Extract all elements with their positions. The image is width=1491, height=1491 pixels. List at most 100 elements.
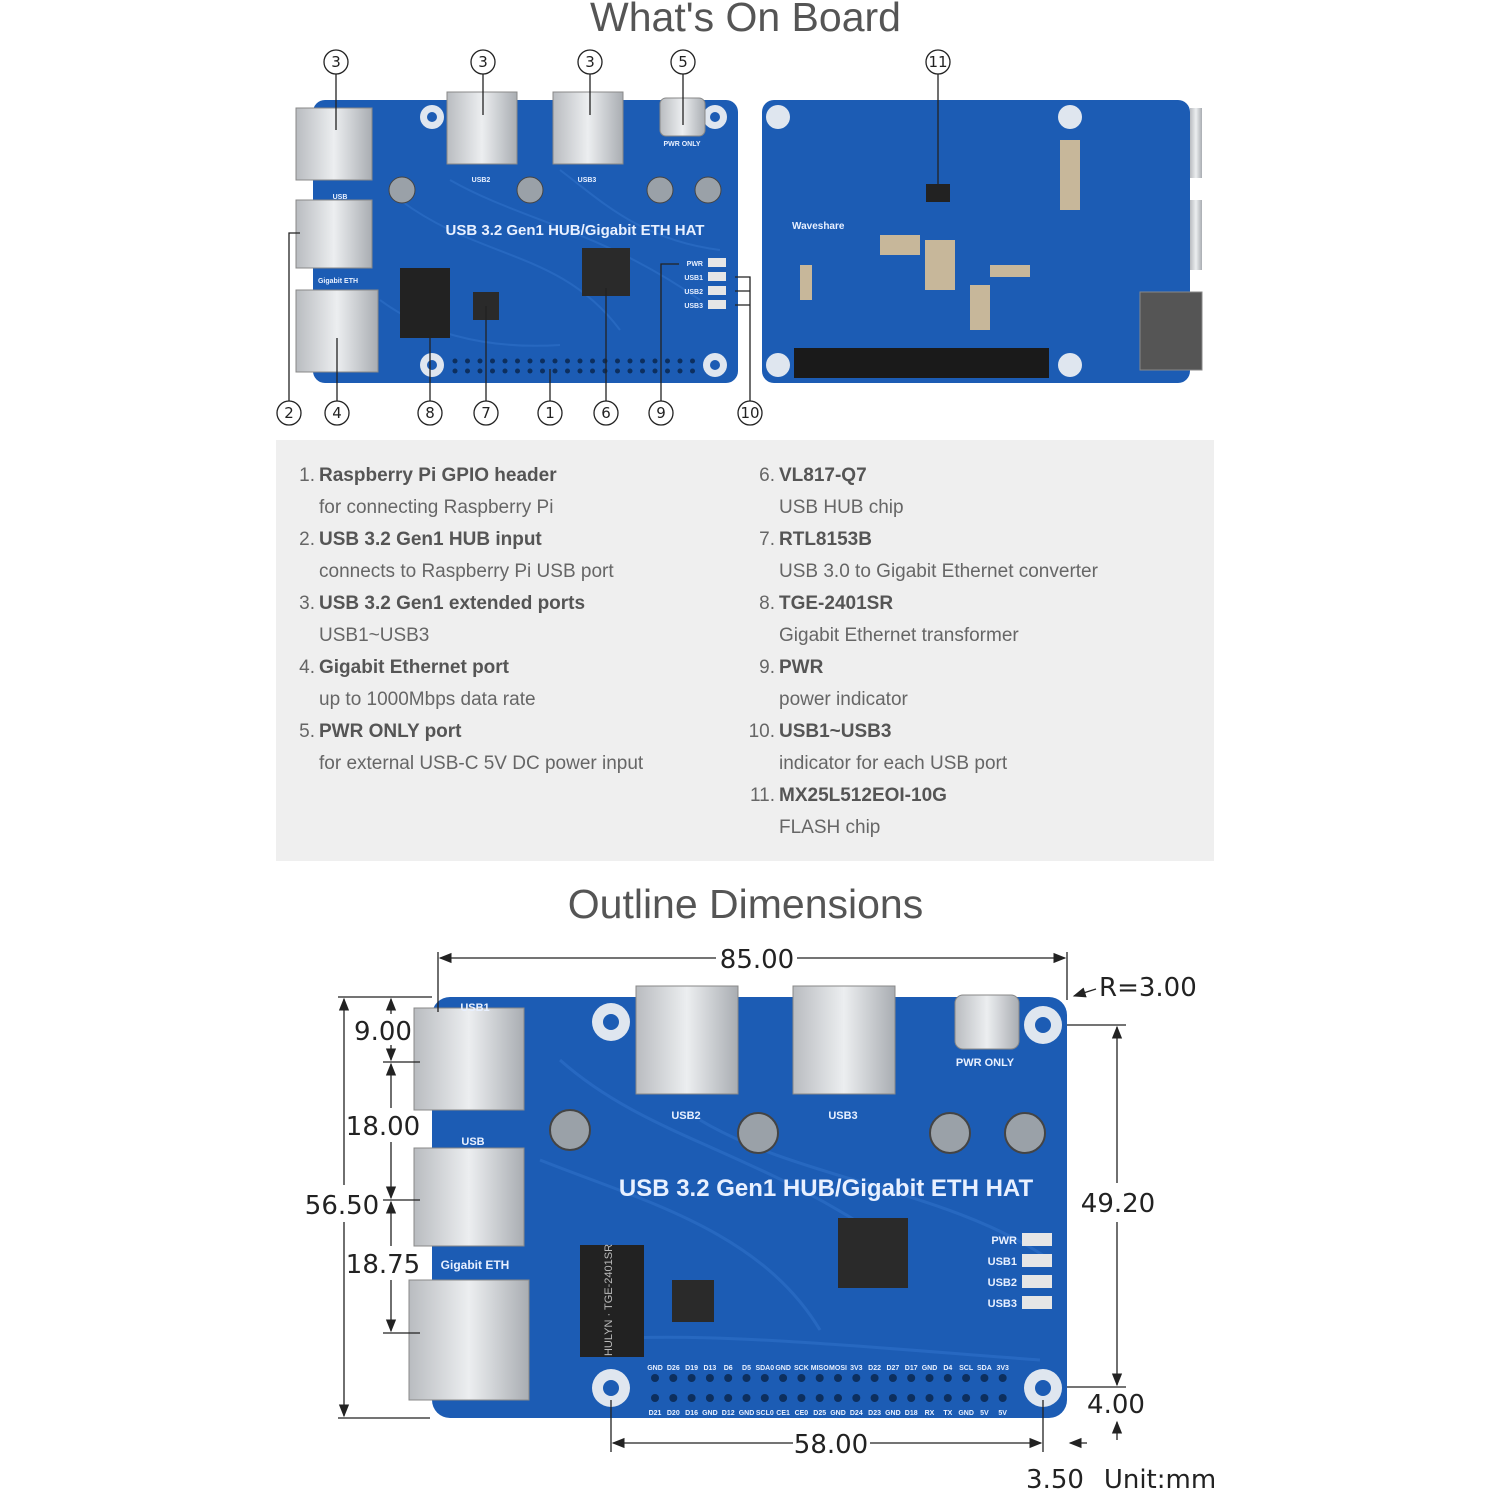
gpio-pin bbox=[602, 358, 608, 364]
gpio-pin bbox=[677, 358, 683, 364]
feature-description: up to 1000Mbps data rate bbox=[319, 689, 536, 710]
gpio-pin bbox=[888, 1394, 897, 1402]
gpio-pin bbox=[577, 358, 583, 364]
callout-marker: 4 bbox=[324, 400, 350, 426]
gpio-pin-label: D27 bbox=[886, 1365, 899, 1372]
gpio-pin bbox=[652, 368, 658, 374]
callout-number: 11 bbox=[928, 53, 947, 71]
unit-label: Unit:mm bbox=[1104, 1465, 1216, 1491]
transformer-marking: HULYN · TGE-2401SR bbox=[603, 1244, 615, 1356]
gpio-pin bbox=[815, 1394, 824, 1402]
feature-title: USB 3.2 Gen1 HUB input bbox=[319, 529, 542, 550]
gpio-pin bbox=[452, 358, 458, 364]
gpio-pin bbox=[565, 358, 570, 364]
gpio-pin-label: RX bbox=[925, 1410, 935, 1417]
gpio-header-back bbox=[794, 348, 1049, 378]
dim-eth-spacing: 18.75 bbox=[346, 1250, 420, 1280]
usb-input-port bbox=[295, 199, 373, 269]
dimension-lines bbox=[338, 952, 1126, 1452]
gpio-pin bbox=[797, 1374, 806, 1382]
usb2-port bbox=[446, 91, 518, 165]
gpio-pin bbox=[651, 1374, 659, 1382]
led-label-usb2: USB2 bbox=[684, 289, 703, 296]
usb1-port bbox=[413, 1007, 525, 1111]
feature-title: RTL8153B bbox=[779, 529, 872, 550]
callout-number: 6 bbox=[601, 404, 611, 422]
feature-number: 10. bbox=[748, 721, 775, 742]
gpio-pin bbox=[742, 1394, 751, 1402]
transformer-chip bbox=[580, 1245, 644, 1357]
gpio-pin bbox=[540, 358, 545, 364]
gpio-pin-label: GND bbox=[830, 1410, 846, 1417]
board-front-view: USB 3.2 Gen1 HUB/Gigabit ETH HAT USB Gig… bbox=[295, 91, 738, 383]
led-label-usb1: USB1 bbox=[988, 1256, 1017, 1268]
gpio-pin bbox=[980, 1374, 989, 1382]
gpio-pin bbox=[669, 1394, 678, 1402]
gpio-pin-label: D17 bbox=[905, 1365, 918, 1372]
feature-title: Gigabit Ethernet port bbox=[319, 657, 509, 678]
feature-description: power indicator bbox=[779, 689, 908, 710]
gpio-pin bbox=[477, 358, 483, 364]
led-label-usb1: USB1 bbox=[684, 275, 703, 282]
feature-number: 7. bbox=[759, 529, 775, 550]
gpio-pin-label: D22 bbox=[868, 1365, 881, 1372]
callout-number: 3 bbox=[585, 53, 595, 71]
gpio-pin-label: TX bbox=[943, 1410, 952, 1417]
feature-description: USB 3.0 to Gigabit Ethernet converter bbox=[779, 561, 1098, 582]
gpio-pin-label: CE0 bbox=[795, 1410, 809, 1417]
feature-title: PWR bbox=[779, 657, 824, 678]
gpio-pin bbox=[490, 368, 495, 374]
callout-marker: 3 bbox=[470, 49, 496, 75]
led-label-usb3: USB3 bbox=[684, 303, 703, 310]
gpio-pin bbox=[527, 358, 533, 364]
gpio-pin bbox=[779, 1394, 788, 1402]
callout-number: 3 bbox=[478, 53, 488, 71]
gpio-pin-label: D20 bbox=[667, 1410, 680, 1417]
gpio-pin-label: GND bbox=[647, 1365, 663, 1372]
usb3-label: USB3 bbox=[578, 177, 597, 184]
callout-marker: 11 bbox=[925, 49, 951, 75]
dim-height: 56.50 bbox=[305, 1191, 379, 1221]
gpio-pin bbox=[540, 368, 545, 374]
feature-description: connects to Raspberry Pi USB port bbox=[319, 561, 614, 582]
usb2-label: USB2 bbox=[472, 177, 491, 184]
gpio-pin-label: D19 bbox=[685, 1365, 698, 1372]
gpio-pin-label: SCK bbox=[794, 1365, 809, 1372]
board-title-label: USB 3.2 Gen1 HUB/Gigabit ETH HAT bbox=[446, 222, 705, 239]
gpio-pin bbox=[615, 368, 620, 374]
gpio-pin-label: SCL bbox=[959, 1365, 974, 1372]
eth-label: Gigabit ETH bbox=[318, 278, 358, 285]
gpio-pin bbox=[815, 1374, 824, 1382]
gpio-pin-label: SDA bbox=[977, 1365, 992, 1372]
callout-marker: 2 bbox=[276, 400, 302, 426]
usb1-port bbox=[295, 107, 373, 181]
usb-label: USB bbox=[333, 194, 348, 201]
gpio-pin bbox=[651, 1394, 659, 1402]
feature-number: 11. bbox=[749, 785, 775, 806]
outline-dimensions-title: Outline Dimensions bbox=[567, 881, 924, 927]
dim-hole-offset: 4.00 bbox=[1087, 1390, 1145, 1420]
usb-label: USB bbox=[461, 1136, 484, 1148]
gpio-pin bbox=[852, 1374, 861, 1382]
dim-usb1-offset: 9.00 bbox=[354, 1017, 412, 1047]
feature-number: 2. bbox=[299, 529, 315, 550]
feature-list-panel bbox=[276, 440, 1214, 861]
callout-number: 2 bbox=[284, 404, 294, 422]
brand-label: Waveshare bbox=[792, 221, 845, 232]
pwr-only-label: PWR ONLY bbox=[956, 1057, 1015, 1069]
callout-lines bbox=[288, 74, 939, 401]
gpio-pin-label: D24 bbox=[850, 1410, 863, 1417]
led-label-pwr: PWR bbox=[687, 261, 703, 268]
gpio-pin bbox=[552, 368, 558, 374]
gpio-pin-label: CE1 bbox=[776, 1410, 790, 1417]
feature-title: USB 3.2 Gen1 extended ports bbox=[319, 593, 586, 614]
gpio-pin-label: GND bbox=[958, 1410, 974, 1417]
gpio-pin bbox=[925, 1374, 934, 1382]
feature-description: for external USB-C 5V DC power input bbox=[319, 753, 644, 774]
ethernet-port bbox=[408, 1279, 530, 1401]
gpio-pin bbox=[760, 1394, 769, 1402]
gpio-pin bbox=[760, 1374, 769, 1382]
gpio-pin bbox=[465, 358, 470, 364]
gpio-pin bbox=[980, 1394, 989, 1402]
feature-number: 1. bbox=[299, 465, 315, 486]
